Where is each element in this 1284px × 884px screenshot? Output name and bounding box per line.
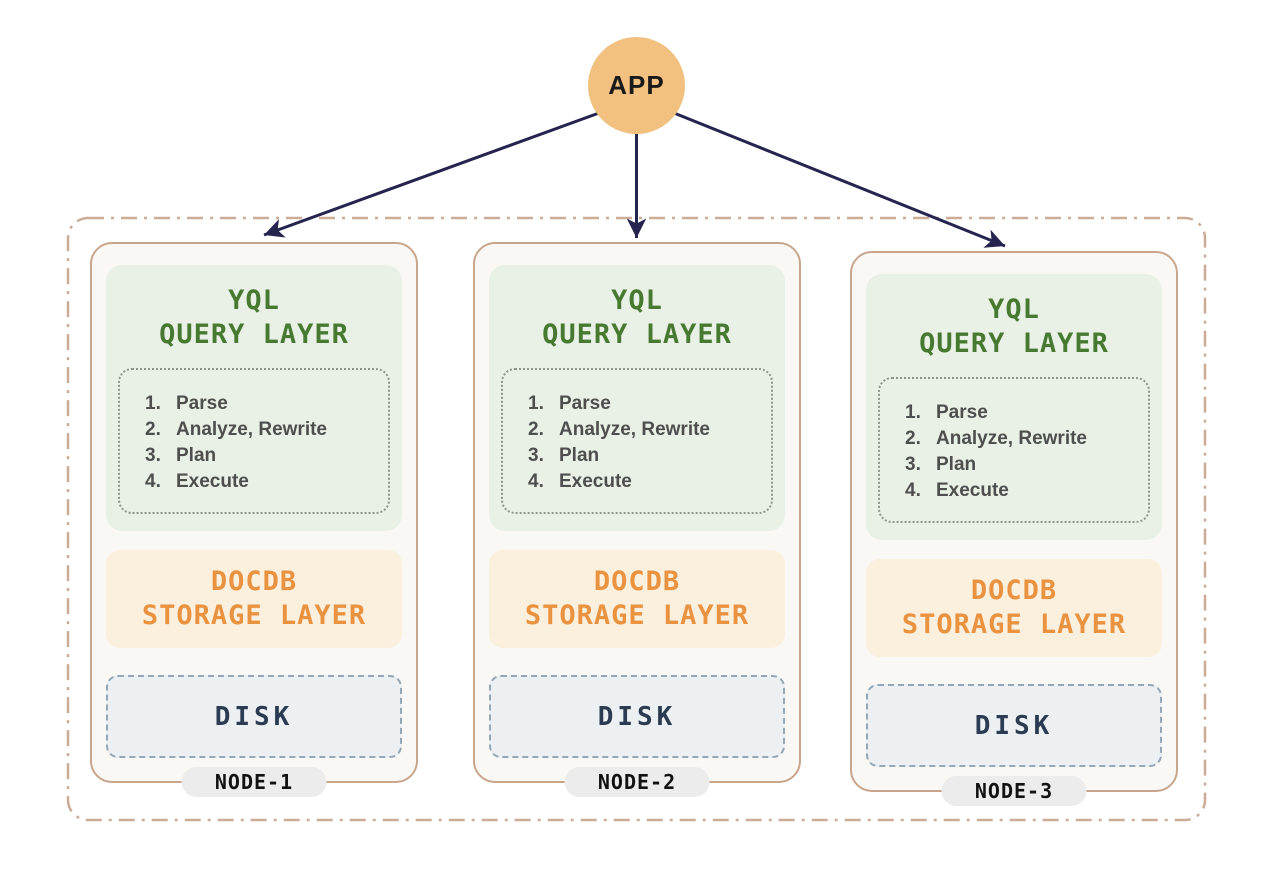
disk-box: DISK — [106, 675, 402, 758]
arrow-app-to-node3 — [673, 111, 1006, 248]
query-step: 4. Execute — [528, 469, 763, 495]
step-number: 2. — [528, 419, 544, 440]
step-label: Analyze, Rewrite — [559, 419, 710, 440]
step-label: Plan — [936, 454, 977, 475]
step-number: 2. — [905, 428, 921, 449]
query-step: 2. Analyze, Rewrite — [528, 417, 763, 443]
yql-title-line1: YQL — [228, 285, 280, 316]
disk-label: DISK — [974, 710, 1054, 741]
arrow-app-to-node1 — [263, 111, 600, 238]
query-step: 2. Analyze, Rewrite — [905, 426, 1140, 452]
yql-title-line1: YQL — [988, 294, 1040, 325]
docdb-title-line1: DOCDB — [210, 566, 298, 597]
yql-title-line2: QUERY LAYER — [542, 319, 732, 350]
step-number: 4. — [528, 471, 544, 492]
docdb-storage-layer-title: DOCDB STORAGE LAYER — [489, 565, 785, 633]
yql-title-line2: QUERY LAYER — [159, 319, 349, 350]
yql-title-line2: QUERY LAYER — [919, 328, 1109, 359]
step-number: 3. — [145, 445, 161, 466]
step-label: Analyze, Rewrite — [936, 428, 1087, 449]
step-number: 4. — [145, 471, 161, 492]
node-name-label: NODE-2 — [597, 770, 677, 794]
step-label: Execute — [176, 471, 249, 492]
docdb-storage-layer-box: DOCDB STORAGE LAYER — [489, 550, 785, 648]
node-name-badge: NODE-2 — [564, 767, 710, 797]
app-label: APP — [608, 70, 665, 100]
node-name-badge: NODE-3 — [941, 776, 1087, 806]
step-number: 3. — [528, 445, 544, 466]
query-steps-box: 1. Parse 2. Analyze, Rewrite 3. Plan 4. … — [878, 377, 1150, 523]
yql-query-layer-box: YQL QUERY LAYER 1. Parse 2. Analyze, Rew… — [106, 265, 402, 531]
node-card-3: YQL QUERY LAYER 1. Parse 2. Analyze, Rew… — [850, 251, 1178, 806]
node-name-label: NODE-1 — [214, 770, 294, 794]
docdb-storage-layer-title: DOCDB STORAGE LAYER — [106, 565, 402, 633]
node-name-badge: NODE-1 — [181, 767, 327, 797]
yql-query-layer-title: YQL QUERY LAYER — [866, 293, 1162, 361]
query-step: 1. Parse — [145, 391, 380, 417]
step-label: Analyze, Rewrite — [176, 419, 327, 440]
node-name-label: NODE-3 — [974, 779, 1054, 803]
step-label: Execute — [559, 471, 632, 492]
docdb-storage-layer-box: DOCDB STORAGE LAYER — [866, 559, 1162, 657]
step-number: 1. — [905, 402, 921, 423]
step-label: Parse — [176, 393, 228, 414]
step-label: Plan — [176, 445, 217, 466]
query-steps-box: 1. Parse 2. Analyze, Rewrite 3. Plan 4. … — [501, 368, 773, 514]
disk-label: DISK — [214, 701, 294, 732]
step-number: 1. — [528, 393, 544, 414]
step-number: 4. — [905, 480, 921, 501]
step-label: Execute — [936, 480, 1009, 501]
query-step: 4. Execute — [145, 469, 380, 495]
step-number: 3. — [905, 454, 921, 475]
yql-query-layer-box: YQL QUERY LAYER 1. Parse 2. Analyze, Rew… — [866, 274, 1162, 540]
docdb-title-line2: STORAGE LAYER — [141, 600, 367, 631]
docdb-title-line1: DOCDB — [970, 575, 1058, 606]
step-number: 1. — [145, 393, 161, 414]
query-step: 3. Plan — [905, 452, 1140, 478]
query-step: 3. Plan — [145, 443, 380, 469]
disk-label: DISK — [597, 701, 677, 732]
docdb-title-line2: STORAGE LAYER — [524, 600, 750, 631]
yql-query-layer-box: YQL QUERY LAYER 1. Parse 2. Analyze, Rew… — [489, 265, 785, 531]
query-steps-box: 1. Parse 2. Analyze, Rewrite 3. Plan 4. … — [118, 368, 390, 514]
node-card-1: YQL QUERY LAYER 1. Parse 2. Analyze, Rew… — [90, 242, 418, 797]
query-step: 1. Parse — [528, 391, 763, 417]
query-step: 1. Parse — [905, 400, 1140, 426]
yql-title-line1: YQL — [611, 285, 663, 316]
step-label: Parse — [559, 393, 611, 414]
query-step: 2. Analyze, Rewrite — [145, 417, 380, 443]
disk-box: DISK — [866, 684, 1162, 767]
docdb-title-line1: DOCDB — [593, 566, 681, 597]
node-card-2: YQL QUERY LAYER 1. Parse 2. Analyze, Rew… — [473, 242, 801, 797]
docdb-storage-layer-box: DOCDB STORAGE LAYER — [106, 550, 402, 648]
disk-box: DISK — [489, 675, 785, 758]
query-step: 4. Execute — [905, 478, 1140, 504]
step-label: Parse — [936, 402, 988, 423]
yql-query-layer-title: YQL QUERY LAYER — [106, 284, 402, 352]
docdb-title-line2: STORAGE LAYER — [901, 609, 1127, 640]
app-node: APP — [588, 37, 685, 134]
query-step: 3. Plan — [528, 443, 763, 469]
docdb-storage-layer-title: DOCDB STORAGE LAYER — [866, 574, 1162, 642]
step-number: 2. — [145, 419, 161, 440]
step-label: Plan — [559, 445, 600, 466]
yql-query-layer-title: YQL QUERY LAYER — [489, 284, 785, 352]
